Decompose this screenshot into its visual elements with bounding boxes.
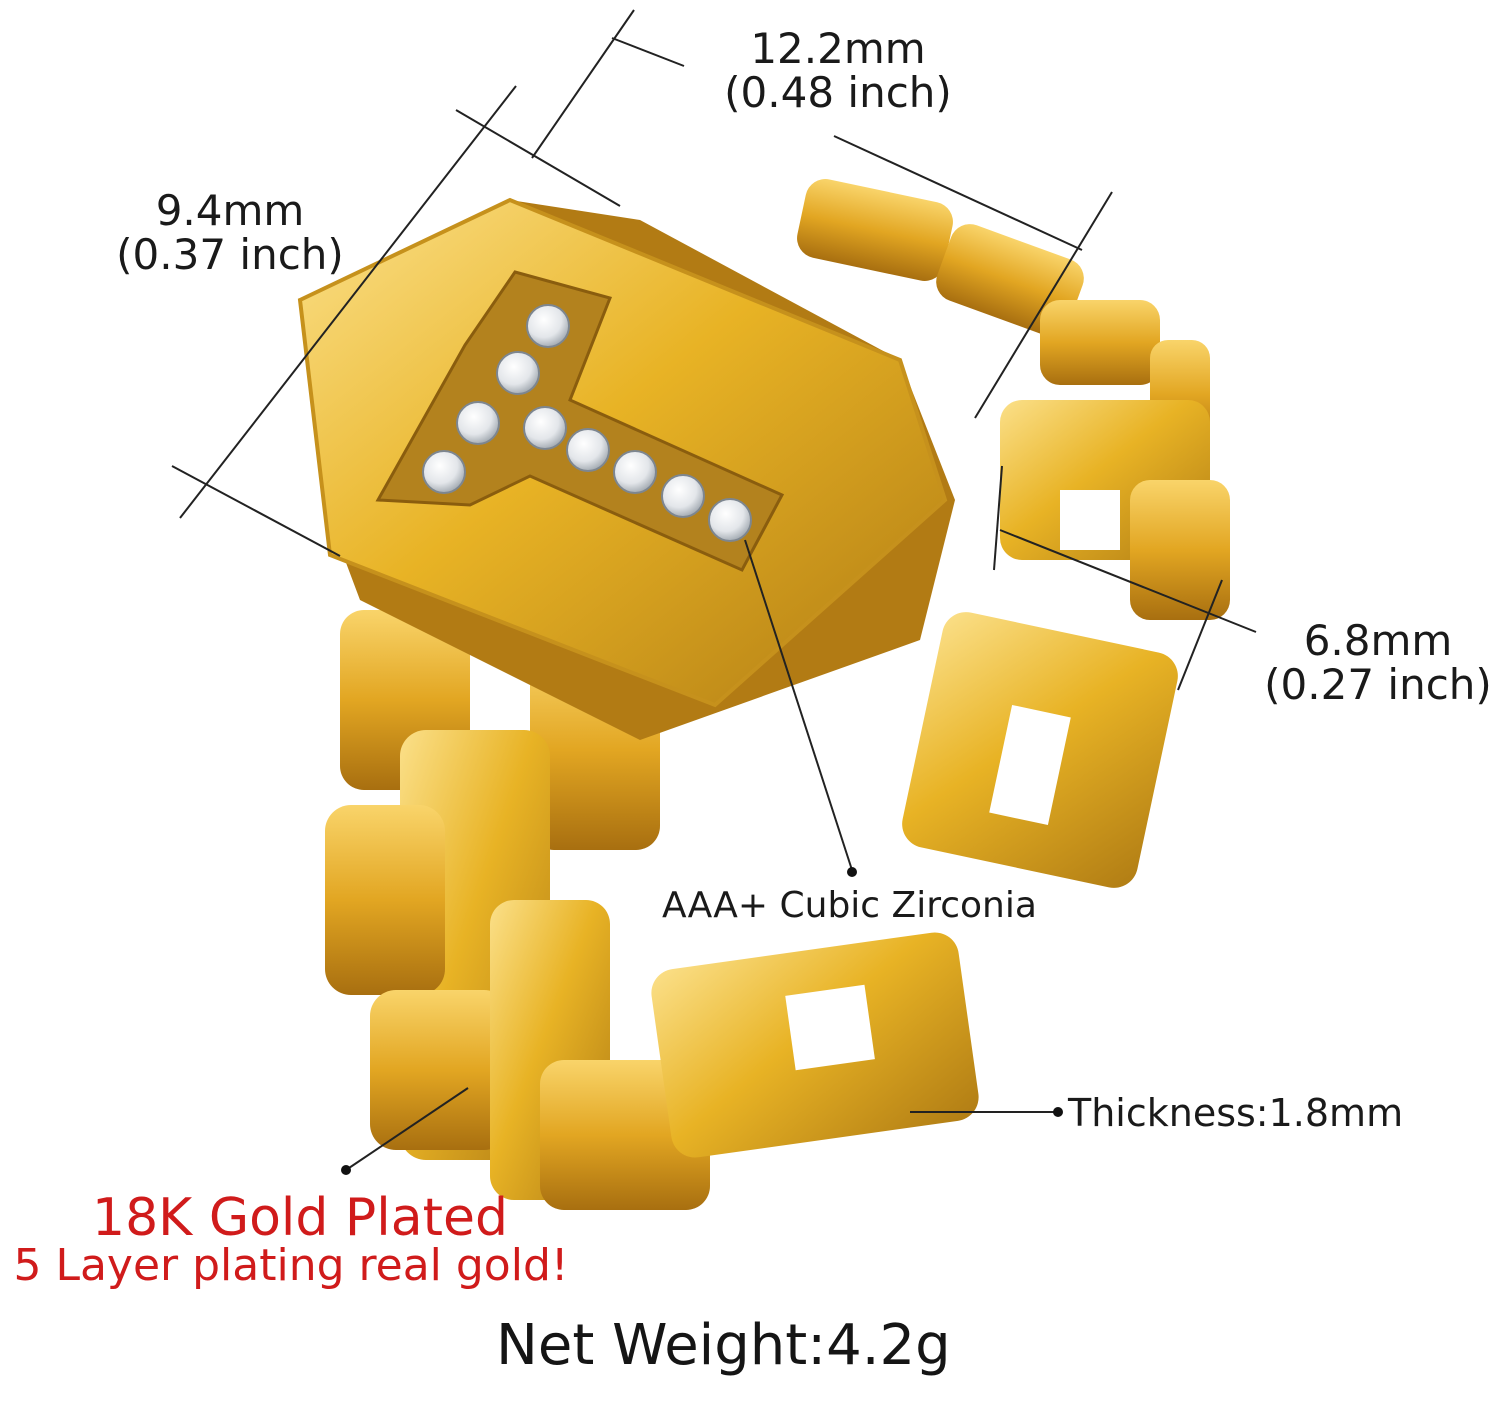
- width-dimension-label: 12.2mm (0.48 inch): [700, 28, 976, 114]
- pointer-dots: [341, 867, 1063, 1175]
- cubic-zirconia-stones: [422, 304, 752, 542]
- cubic-zirconia-label: AAA+ Cubic Zirconia: [662, 885, 1037, 926]
- height-dimension-label: 9.4mm (0.37 inch): [100, 190, 360, 276]
- gold-plated-title: 18K Gold Plated: [92, 1188, 508, 1248]
- width-mm: 12.2mm: [750, 24, 926, 73]
- ring-band-back: [797, 179, 1230, 888]
- height-inch: (0.37 inch): [116, 230, 344, 279]
- thickness-label: Thickness:1.8mm: [1068, 1091, 1404, 1135]
- dimension-lines: [171, 9, 1257, 1171]
- height-mm: 9.4mm: [155, 186, 305, 235]
- width-inch: (0.48 inch): [724, 68, 952, 117]
- band-inch: (0.27 inch): [1264, 660, 1492, 709]
- net-weight-label: Net Weight:4.2g: [496, 1313, 951, 1378]
- band-dimension-label: 6.8mm (0.27 inch): [1248, 620, 1500, 706]
- gold-plated-subtitle: 5 Layer plating real gold!: [13, 1240, 569, 1291]
- band-mm: 6.8mm: [1303, 616, 1453, 665]
